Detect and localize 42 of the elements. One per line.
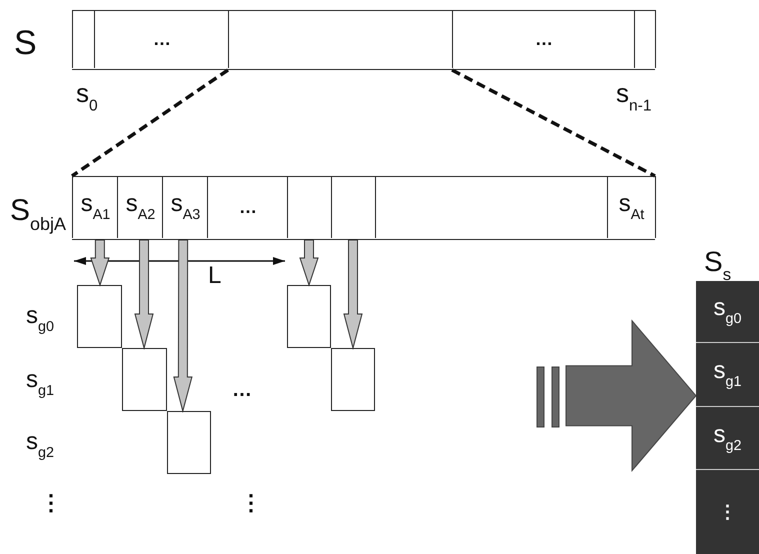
name-label: S$_{s}$: [704, 248, 732, 284]
element-label: s$_{g0}$: [713, 296, 742, 327]
name-label: S$_{objA}$: [10, 196, 66, 233]
block-box: [331, 348, 375, 411]
element-label: s$_{g1}$: [713, 359, 742, 390]
ellipsis: …: [232, 380, 252, 400]
block-box: [122, 348, 167, 411]
ellipsis: …: [153, 30, 171, 48]
ellipsis: ⋮: [40, 492, 62, 514]
array-cell: [634, 10, 656, 68]
element-label: s$_{A1}$: [80, 192, 110, 222]
arrow: [343, 240, 363, 350]
dashed-line: [451, 68, 656, 178]
block-box: [287, 285, 331, 348]
array-cell: [696, 281, 759, 343]
stack-column: [696, 281, 759, 554]
row-label: L: [208, 264, 222, 288]
row-label: s$_{g1}$: [26, 368, 54, 398]
row-label: s$_{g2}$: [26, 430, 54, 460]
arrow: [90, 240, 110, 287]
block-box: [167, 411, 211, 474]
element-label: s$_{A3}$: [170, 192, 200, 222]
row-label: s$_{g0}$: [26, 304, 54, 334]
array-bar: [72, 10, 655, 70]
arrow: [134, 240, 154, 350]
ellipsis: ⋮: [718, 503, 736, 521]
element-label: s$_{g2}$: [713, 422, 742, 454]
ellipsis: …: [239, 198, 257, 216]
name-label: s$_{n-1}$: [616, 80, 652, 114]
block-box: [77, 285, 122, 348]
name-label: s$_{0}$: [76, 80, 98, 114]
element-label: s$_{At}$: [618, 192, 644, 222]
array-bar: [72, 176, 655, 240]
element-label: s$_{A2}$: [126, 192, 156, 222]
name-label: S: [14, 26, 37, 60]
block-arrow: [566, 319, 697, 472]
ellipsis: ⋮: [240, 492, 262, 514]
array-cell: [607, 176, 656, 238]
dashed-line: [71, 68, 229, 178]
arrow: [299, 240, 319, 287]
ellipsis: …: [535, 30, 553, 48]
arrow: [173, 240, 193, 413]
